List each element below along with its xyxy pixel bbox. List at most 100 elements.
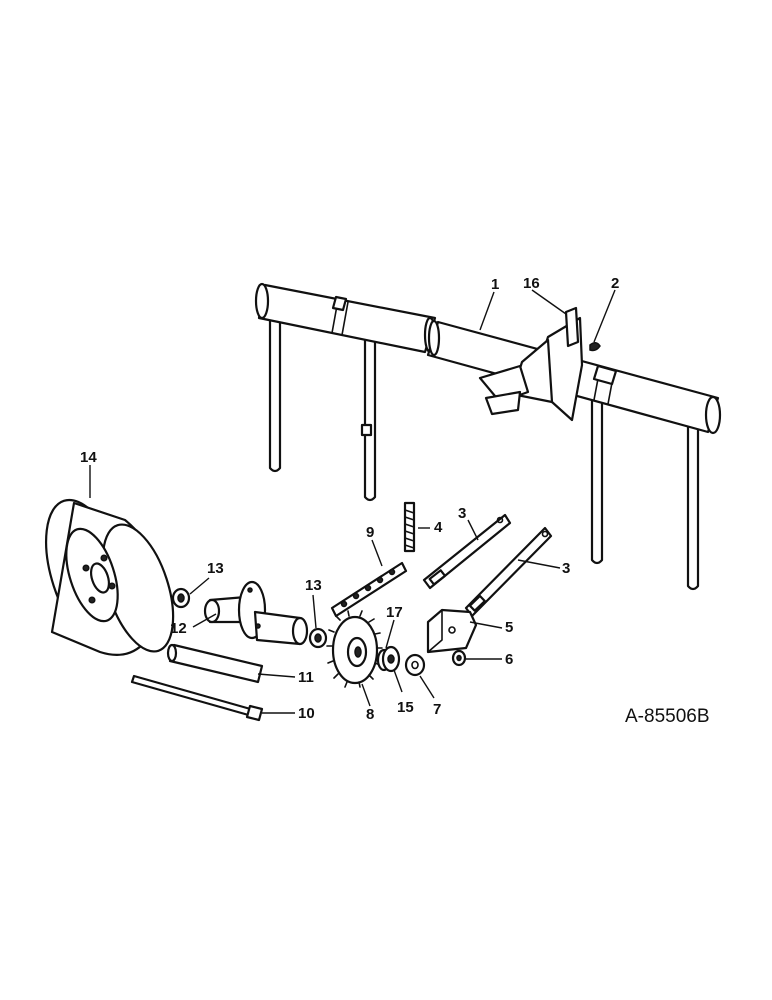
- spring-coils: [404, 509, 415, 549]
- chain-link-1: [340, 600, 348, 608]
- callout-7: 7: [433, 701, 441, 718]
- leader-5: [469, 621, 503, 629]
- tube-left-segment: [257, 283, 437, 354]
- bracket-fold: [427, 609, 443, 653]
- part-2-bolt: [589, 342, 601, 352]
- part-14-wheel-rim: [45, 498, 175, 656]
- part-1-main-tube: [254, 282, 722, 591]
- part-7-flat-washer: [404, 653, 426, 677]
- tube-clamp: [331, 295, 348, 312]
- callout-10: 10: [298, 705, 315, 722]
- leader-3b: [517, 559, 561, 569]
- strap-right-2: [686, 410, 700, 591]
- leader-3a: [467, 519, 479, 541]
- hub-stud-2: [255, 623, 261, 629]
- flat-washer-outer: [404, 653, 426, 677]
- leader-1: [479, 291, 495, 331]
- tube-band-line-2: [341, 301, 349, 336]
- bearing-bore: [314, 633, 322, 643]
- chain-link-3: [364, 584, 372, 592]
- part-6-nut: [451, 649, 467, 667]
- rim-hub-hole: [89, 562, 111, 594]
- leader-7: [419, 675, 435, 699]
- leader-13a: [189, 577, 210, 595]
- part-5-bracket: [426, 608, 478, 654]
- bracket-lower: [484, 390, 522, 416]
- callout-3a: 3: [458, 505, 466, 522]
- leader-2: [593, 289, 616, 343]
- nut-hole: [456, 654, 462, 662]
- callout-13a: 13: [207, 560, 224, 577]
- callout-16: 16: [523, 275, 540, 292]
- part-15-washer: [381, 645, 401, 673]
- callout-2: 2: [611, 275, 619, 292]
- hub-stud-1: [247, 587, 253, 593]
- part-12-hub: [203, 580, 309, 646]
- link-bar: [422, 513, 512, 590]
- spacer-body: [168, 643, 264, 684]
- part-8-sprocket: [326, 610, 383, 688]
- callout-labels: 1 16 2 14 13 12 13 9 4 3 3 5 6 17 15 7 8…: [80, 275, 619, 723]
- sprocket-bore: [354, 646, 362, 658]
- leader-11: [257, 673, 296, 678]
- link-hole: [496, 516, 504, 524]
- part-16-plate: [564, 306, 580, 348]
- leader-12: [192, 613, 217, 628]
- rim-bolt-hole-1: [100, 554, 108, 562]
- bracket-hole: [448, 626, 456, 634]
- link-slot: [428, 569, 447, 586]
- part-11-spacer-tube: [166, 643, 264, 684]
- strap-clip: [360, 423, 373, 437]
- callout-1: 1: [491, 276, 499, 293]
- bolt-nut: [245, 704, 264, 722]
- link-slot: [468, 594, 486, 612]
- bolt-shank: [130, 674, 256, 718]
- part-4-spring: [403, 501, 416, 553]
- washer-hole: [387, 654, 395, 664]
- strap-right-1: [590, 383, 604, 565]
- link-hole: [541, 530, 549, 538]
- hub-neck-end: [203, 598, 221, 624]
- part-3-link-upper: [422, 513, 512, 590]
- flat-washer-hole: [411, 660, 419, 670]
- callout-17: 17: [386, 604, 403, 621]
- rim-bolt-hole-4: [82, 564, 90, 572]
- strap-left-2: [363, 328, 377, 502]
- part-13-bearing-right: [308, 627, 328, 649]
- leader-13b: [312, 594, 317, 629]
- strap-left-1: [268, 298, 282, 473]
- callout-14: 14: [80, 449, 97, 466]
- bearing-bore: [177, 593, 185, 603]
- callout-4: 4: [434, 519, 443, 536]
- tube-left-end: [254, 282, 270, 320]
- leader-9: [371, 539, 383, 567]
- part-10-axle-bolt: [130, 674, 264, 722]
- callout-12: 12: [170, 620, 187, 637]
- callout-6: 6: [505, 651, 513, 668]
- part-9-chain: [330, 561, 408, 618]
- tube-saddle-clamp: [592, 364, 618, 386]
- spacer-end: [166, 643, 178, 663]
- hub-neck-right-end: [291, 616, 309, 646]
- rim-bolt-hole-2: [108, 582, 116, 590]
- leader-lines: [89, 289, 616, 714]
- callout-8: 8: [366, 706, 374, 723]
- leader-8: [361, 683, 371, 707]
- callout-9: 9: [366, 524, 374, 541]
- callout-11: 11: [298, 669, 314, 686]
- callout-3b: 3: [562, 560, 570, 577]
- rim-bolt-hole-3: [88, 596, 96, 604]
- callout-5: 5: [505, 619, 513, 636]
- leader-15: [393, 669, 403, 693]
- leader-16: [531, 289, 567, 315]
- callout-15: 15: [397, 699, 414, 716]
- chain-link-4: [376, 576, 384, 584]
- chain-link-5: [388, 568, 396, 576]
- tube-right-end: [704, 395, 722, 435]
- chain-link-2: [352, 592, 360, 600]
- reference-code: A-85506B: [625, 706, 710, 727]
- callout-13b: 13: [305, 577, 322, 594]
- tube-break-right: [427, 319, 441, 357]
